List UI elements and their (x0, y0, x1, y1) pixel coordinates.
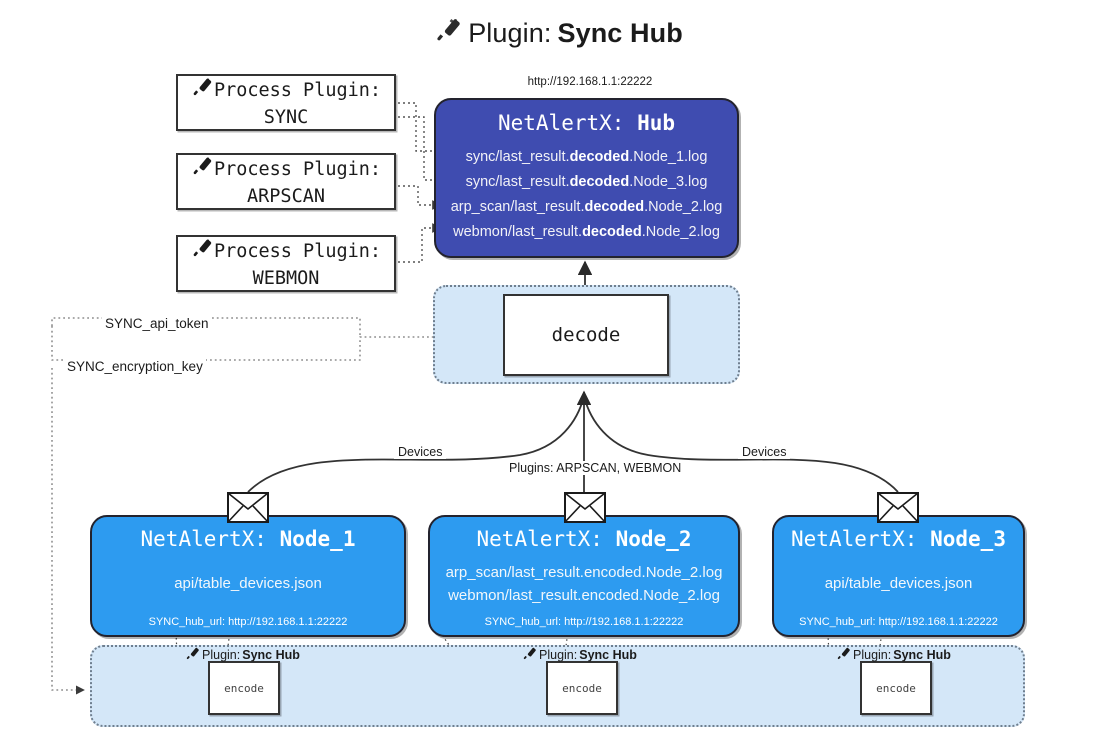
netalertx-node-3[interactable]: NetAlertX: Node_3 api/table_devices.json… (772, 515, 1025, 637)
process-plugin-name: ARPSCAN (247, 185, 325, 207)
edge-label-plugins: Plugins: ARPSCAN, WEBMON (505, 461, 686, 475)
log-mid: decoded (569, 173, 630, 190)
envelope-icon (877, 492, 919, 523)
page-title-name: Sync Hub (557, 18, 683, 48)
process-plugin-arpscan[interactable]: Process Plugin: ARPSCAN (176, 153, 396, 210)
process-plugin-name: SYNC (263, 106, 309, 128)
node-footer: SYNC_hub_url: http://192.168.1.1:22222 (148, 616, 348, 628)
node-title: NetAlertX: Node_1 (141, 527, 356, 551)
plug-icon (191, 76, 213, 105)
process-plugin-webmon[interactable]: Process Plugin: WEBMON (176, 235, 396, 292)
log-mid: decoded (582, 223, 642, 240)
process-plugin-name: WEBMON (252, 267, 320, 289)
envelope-icon (227, 492, 269, 523)
log-mid: decoded (569, 149, 630, 165)
hub-title-name: Hub (637, 111, 676, 135)
netalertx-node-1[interactable]: NetAlertX: Node_1 api/table_devices.json… (90, 515, 406, 637)
node-body: arp_scan/last_result.encoded.Node_2.log … (446, 551, 723, 616)
encode-box-3[interactable]: encode (860, 661, 932, 715)
hub-node[interactable]: NetAlertX: Hub sync/last_result.decoded.… (434, 98, 739, 258)
log-pre: sync/last_result. (465, 149, 570, 165)
log-pre: sync/last_result. (465, 173, 570, 190)
process-plugin-label: Process Plugin: (213, 79, 382, 101)
log-post: .Node_2.log (641, 223, 720, 240)
node-body: api/table_devices.json (174, 551, 322, 616)
node-footer: SYNC_hub_url: http://192.168.1.1:22222 (484, 616, 684, 628)
hub-title: NetAlertX: Hub (498, 111, 675, 135)
node-title-prefix: NetAlertX: (140, 527, 267, 551)
hub-log-line: sync/last_result.decoded.Node_1.log (466, 145, 708, 170)
encoder-plugin-label-1: Plugin: Sync Hub (185, 646, 300, 664)
encode-box-1[interactable]: encode (208, 661, 280, 715)
edge-label-devices-left: Devices (394, 445, 447, 459)
sync-encryption-key-label: SYNC_encryption_key (64, 359, 206, 374)
node-title-name: Node_1 (279, 527, 356, 551)
encoder-label-name: Sync Hub (242, 648, 300, 662)
plug-icon (836, 646, 851, 664)
netalertx-node-2[interactable]: NetAlertX: Node_2 arp_scan/last_result.e… (428, 515, 740, 637)
log-mid: decoded (584, 198, 645, 215)
node-title-name: Node_2 (615, 527, 692, 551)
encoder-label-prefix: Plugin: (539, 648, 578, 662)
hub-log-line: arp_scan/last_result.decoded.Node_2.log (451, 195, 723, 220)
node-footer: SYNC_hub_url: http://192.168.1.1:22222 (799, 616, 998, 628)
sync-api-token-label: SYNC_api_token (102, 316, 212, 331)
encoder-label-prefix: Plugin: (202, 648, 241, 662)
hub-log-line: sync/last_result.decoded.Node_3.log (466, 170, 708, 195)
process-plugin-sync[interactable]: Process Plugin: SYNC (176, 74, 396, 131)
hub-title-prefix: NetAlertX: (497, 111, 625, 135)
encode-box-2[interactable]: encode (546, 661, 618, 715)
node-line: webmon/last_result.encoded.Node_2.log (448, 586, 720, 604)
node-title: NetAlertX: Node_2 (477, 527, 692, 551)
node-body: api/table_devices.json (825, 551, 973, 616)
node-title-prefix: NetAlertX: (791, 527, 918, 551)
node-line: api/table_devices.json (824, 575, 973, 592)
plug-icon (191, 155, 213, 184)
encoder-plugin-label-2: Plugin: Sync Hub (522, 646, 637, 664)
process-plugin-label: Process Plugin: (213, 240, 382, 262)
page-title-prefix: Plugin: (468, 18, 552, 48)
page-title: Plugin: Sync Hub (0, 16, 1117, 51)
encoder-label-name: Sync Hub (893, 648, 951, 662)
log-pre: webmon/last_result. (453, 223, 583, 240)
plug-icon (191, 237, 213, 266)
log-post: .Node_3.log (629, 173, 708, 190)
node-line: api/table_devices.json (174, 575, 322, 592)
plug-icon (522, 646, 537, 664)
node-title-name: Node_3 (930, 527, 1006, 551)
log-pre: arp_scan/last_result. (450, 198, 585, 215)
plug-icon (434, 16, 462, 51)
hub-url-label: http://192.168.1.1:22222 (527, 76, 653, 88)
encoder-label-name: Sync Hub (579, 648, 637, 662)
node-line: arp_scan/last_result.encoded.Node_2.log (445, 563, 723, 581)
decode-box[interactable]: decode (503, 294, 669, 376)
node-title-prefix: NetAlertX: (476, 527, 603, 551)
log-post: .Node_2.log (644, 198, 723, 215)
hub-log-line: webmon/last_result.decoded.Node_2.log (453, 220, 720, 245)
encoder-plugin-label-3: Plugin: Sync Hub (836, 646, 951, 664)
envelope-icon (564, 492, 606, 523)
node-title: NetAlertX: Node_3 (791, 527, 1006, 551)
process-plugin-label: Process Plugin: (213, 158, 382, 180)
edge-label-devices-right: Devices (738, 445, 791, 459)
encoder-label-prefix: Plugin: (853, 648, 892, 662)
plug-icon (185, 646, 200, 664)
log-post: .Node_1.log (629, 149, 708, 165)
